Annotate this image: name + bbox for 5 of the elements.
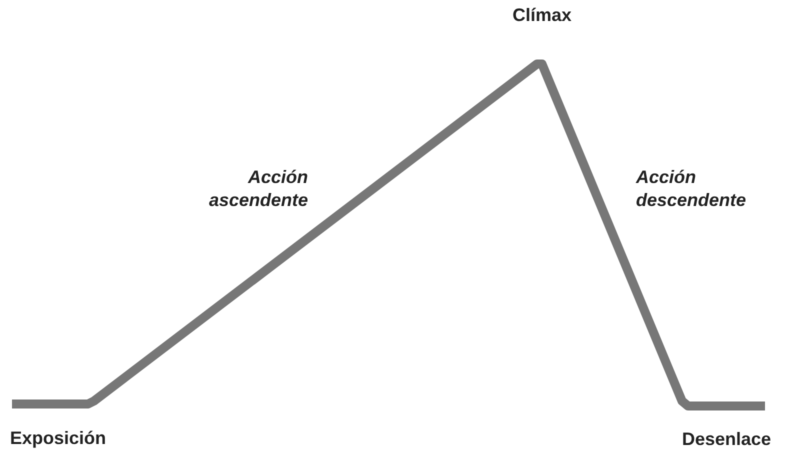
phase-label: Acción ascendente bbox=[208, 166, 308, 212]
stage-label: Exposición bbox=[10, 427, 108, 450]
phase-label: Acción descendente bbox=[636, 166, 748, 212]
stage-label: Desenlace bbox=[682, 428, 772, 451]
peak-label: Clímax bbox=[511, 4, 573, 27]
